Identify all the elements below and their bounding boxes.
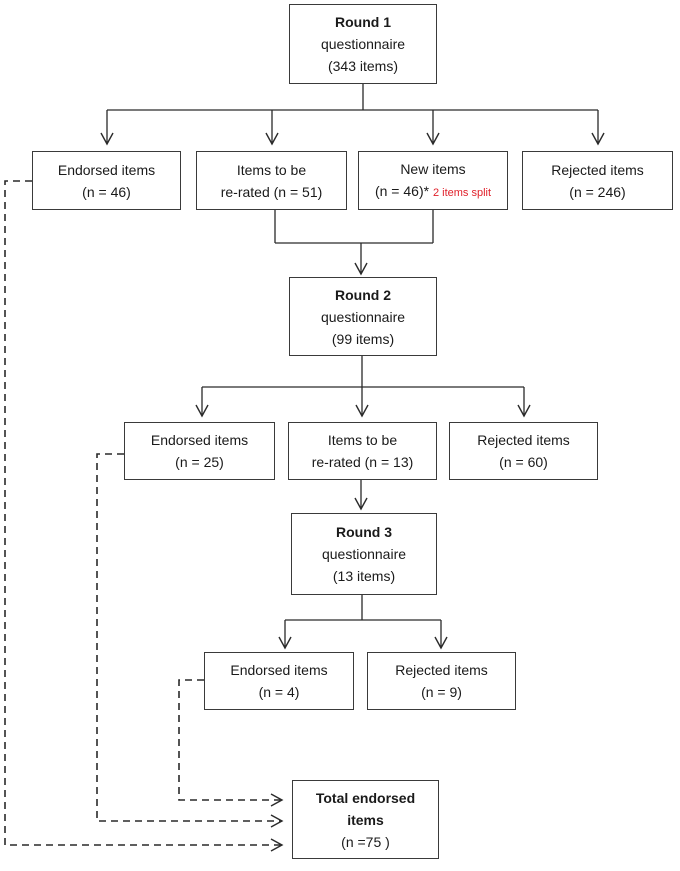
r1-rerate-box: Items to be re-rated (n = 51) (196, 151, 347, 210)
r1-new-note: 2 items split (432, 186, 492, 199)
round3-line1: questionnaire (321, 546, 407, 562)
total-endorsed-box: Total endorsed items (n =75 ) (292, 780, 439, 859)
round3-line2: (13 items) (332, 568, 396, 584)
r2-rejected-count: (n = 60) (499, 454, 548, 470)
r1-rejected-box: Rejected items (n = 246) (522, 151, 673, 210)
r1-new-label: New items (400, 160, 466, 177)
r3-endorsed-label: Endorsed items (230, 662, 328, 678)
r1-new-count-line: (n = 46)* 2 items split (375, 180, 491, 204)
r2-rejected-box: Rejected items (n = 60) (449, 422, 598, 480)
round1-title: Round 1 (335, 14, 391, 30)
r1-endorsed-label: Endorsed items (57, 161, 156, 178)
round2-title: Round 2 (335, 286, 391, 303)
total-title-line2: items (347, 811, 384, 828)
round1-line2: (343 items) (327, 58, 399, 74)
r1-endorsed-count: (n = 46) (82, 183, 131, 200)
r1-endorsed-box: Endorsed items (n = 46) (32, 151, 181, 210)
r1-rejected-count: (n = 246) (569, 183, 626, 200)
round2-line1: questionnaire (320, 308, 406, 325)
r3-rejected-box: Rejected items (n = 9) (367, 652, 516, 710)
total-count: (n =75 ) (341, 833, 390, 850)
r2-endorsed-count: (n = 25) (175, 454, 224, 470)
round1-line1: questionnaire (320, 36, 406, 52)
round2-box: Round 2 questionnaire (99 items) (289, 277, 437, 356)
r2-rerate-count: re-rated (n = 13) (311, 454, 414, 470)
r2-rerate-label: Items to be (327, 432, 398, 448)
r1-new-box: New items (n = 46)* 2 items split (358, 151, 508, 210)
round1-box: Round 1 questionnaire (343 items) (289, 4, 437, 84)
round2-line2: (99 items) (331, 330, 395, 347)
r3-rejected-label: Rejected items (395, 662, 488, 678)
r3-rejected-count: (n = 9) (421, 684, 462, 700)
r2-rejected-label: Rejected items (477, 432, 570, 448)
round3-box: Round 3 questionnaire (13 items) (291, 513, 437, 595)
r2-endorsed-box: Endorsed items (n = 25) (124, 422, 275, 480)
r1-rejected-label: Rejected items (551, 161, 644, 178)
r3-endorsed-count: (n = 4) (258, 684, 300, 700)
r2-endorsed-label: Endorsed items (150, 432, 249, 448)
total-title-line1: Total endorsed (315, 789, 416, 806)
round3-title: Round 3 (336, 524, 392, 540)
r2-rerate-box: Items to be re-rated (n = 13) (288, 422, 437, 480)
r1-rerate-count: re-rated (n = 51) (220, 183, 323, 200)
r1-rerate-label: Items to be (236, 161, 307, 178)
r1-new-count: (n = 46)* (374, 182, 430, 199)
r3-endorsed-box: Endorsed items (n = 4) (204, 652, 354, 710)
